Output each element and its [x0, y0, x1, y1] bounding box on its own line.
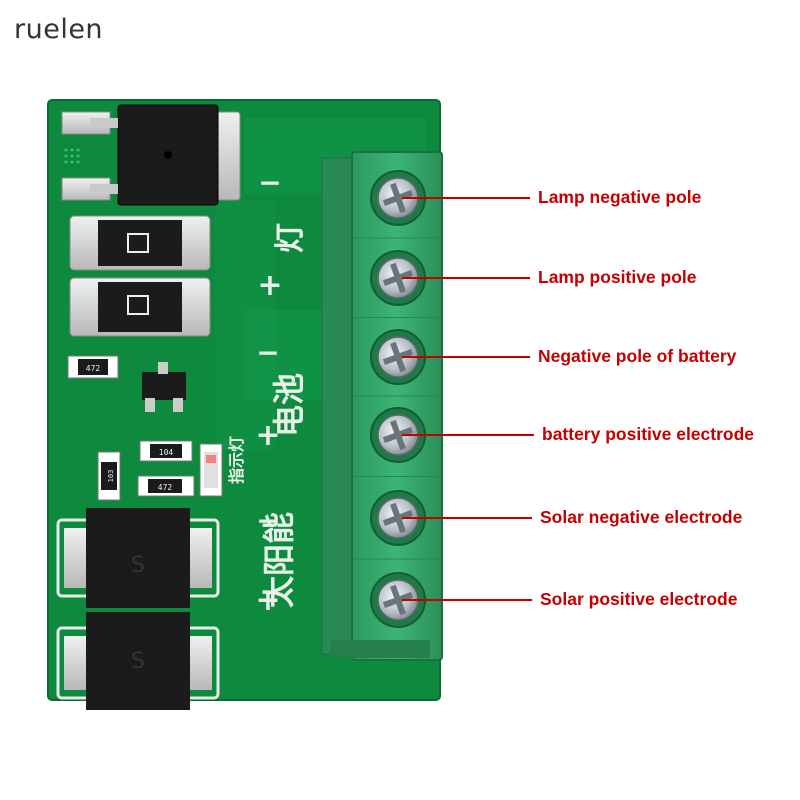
svg-text:+: +	[257, 268, 282, 303]
transistor-sot23	[142, 362, 186, 412]
screw-slot	[390, 584, 406, 616]
screw-slot	[390, 502, 406, 534]
screw-slot	[390, 262, 406, 294]
silk-solar: 太阳能	[260, 512, 298, 608]
svg-text:+: +	[255, 583, 280, 618]
indicator-led	[199, 443, 223, 497]
svg-text:S: S	[131, 553, 145, 578]
trace-region	[215, 200, 275, 450]
svg-text:104: 104	[159, 448, 174, 457]
screw-slot	[390, 341, 406, 373]
svg-text:103: 103	[107, 470, 115, 483]
brand-watermark: ruelen	[14, 14, 104, 45]
silk-battery: 电池	[270, 373, 308, 437]
svg-text:472: 472	[158, 483, 173, 492]
regulator-dot	[164, 151, 172, 159]
smd-component	[69, 215, 211, 271]
silk-lamp: 灯	[273, 223, 308, 253]
svg-text:+: +	[255, 418, 280, 453]
screw-slot	[390, 419, 406, 451]
label-solar-negative: Solar negative electrode	[540, 507, 743, 527]
svg-text:−: −	[256, 336, 279, 369]
resistor-104: 104	[139, 440, 193, 462]
screw-slot	[390, 182, 406, 214]
label-battery-positive: battery positive electrode	[542, 424, 755, 444]
diode-upper: S	[56, 508, 220, 608]
label-lamp-positive: Lamp positive pole	[538, 267, 697, 287]
diode-lower: S	[56, 612, 220, 710]
resistor-472: 472	[67, 355, 119, 379]
svg-text:−: −	[256, 504, 279, 537]
svg-text:−: −	[258, 166, 281, 199]
label-solar-positive: Solar positive electrode	[540, 589, 738, 609]
resistor-472-b: 472	[137, 475, 195, 497]
svg-text:S: S	[131, 649, 145, 674]
svg-text:472: 472	[86, 364, 101, 373]
label-battery-negative: Negative pole of battery	[538, 346, 737, 366]
smd-component	[69, 277, 211, 337]
silk-indicator: 指示灯	[227, 436, 246, 484]
resistor-103: 103	[97, 451, 121, 501]
via-dots	[64, 148, 80, 164]
label-lamp-negative: Lamp negative pole	[538, 187, 702, 207]
